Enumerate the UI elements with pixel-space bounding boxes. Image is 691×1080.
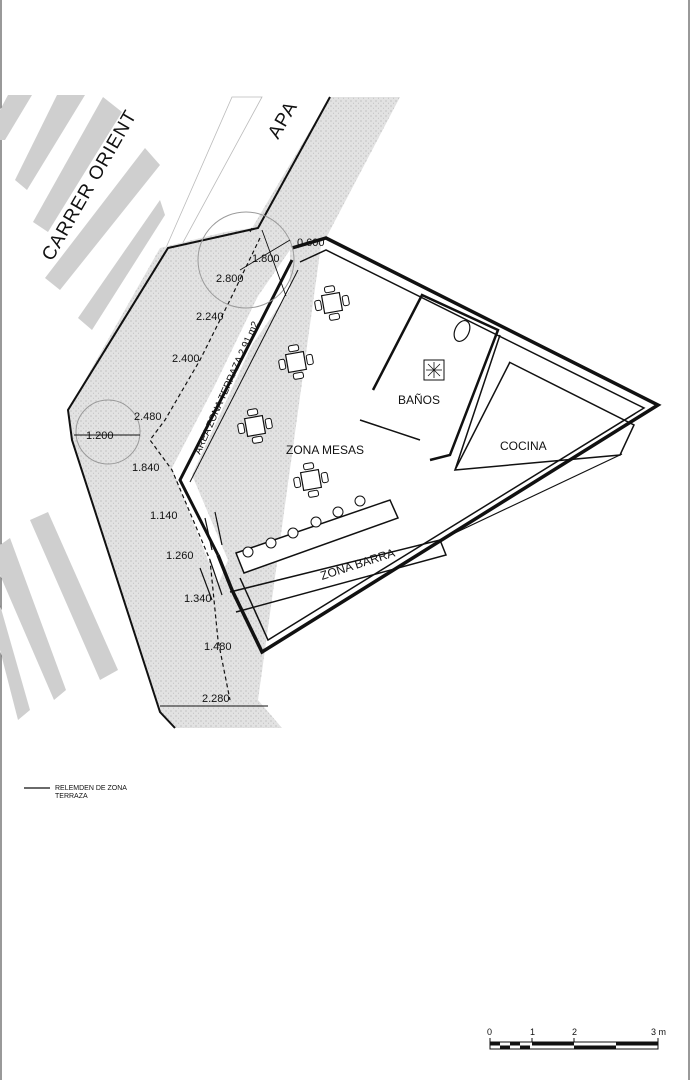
room-label-banos: BAÑOS <box>398 393 440 407</box>
interior-walls <box>229 293 635 613</box>
scale-label-1: 1 <box>530 1027 535 1037</box>
dim-1260: 1.260 <box>166 550 194 562</box>
table-4 <box>290 459 332 501</box>
bar-stools <box>242 495 366 558</box>
tree-pit-circle <box>75 399 141 465</box>
dim-2400: 2.400 <box>172 353 200 365</box>
bar-counter <box>235 499 400 574</box>
building-walls <box>178 236 662 655</box>
dim-1840: 1.840 <box>132 462 160 474</box>
legend-text-line1: RELEMDEN DE ZONA <box>55 785 127 792</box>
scale-label-3m: 3 m <box>651 1027 666 1037</box>
dim-1480: 1.480 <box>204 641 232 653</box>
dimension-lines <box>74 229 291 707</box>
street-label-apa: APA <box>264 98 302 143</box>
terrace-boundary <box>149 237 261 701</box>
dim-1200: 1.200 <box>86 430 114 442</box>
dim-1140: 1.140 <box>150 510 178 522</box>
dim-1340: 1.340 <box>184 593 212 605</box>
dim-0600: 0.600 <box>297 237 325 249</box>
crosswalk-top <box>0 95 165 330</box>
sidewalk-edge <box>66 96 331 729</box>
tree-pit-circle <box>197 211 295 309</box>
dim-1800: 1.800 <box>252 253 280 265</box>
room-label-cocina: COCINA <box>500 439 547 453</box>
scale-label-2: 2 <box>572 1027 577 1037</box>
table-1 <box>311 282 353 324</box>
entrance-doors <box>199 511 223 601</box>
apa-curb <box>164 96 263 251</box>
scale-bar <box>489 1038 659 1050</box>
sidewalk-apa <box>250 97 400 248</box>
legend-text-line2: TERRAZA <box>55 793 88 800</box>
toilet-icon <box>453 320 471 342</box>
floor-drain-icon-lines <box>426 362 442 378</box>
terrace-zone <box>172 250 290 585</box>
dim-2800: 2.800 <box>216 273 244 285</box>
dim-2480: 2.480 <box>134 411 162 423</box>
crosswalk-bottom <box>0 512 118 720</box>
scale-label-0: 0 <box>487 1027 492 1037</box>
room-label-zona-mesas: ZONA MESAS <box>286 443 364 457</box>
dim-2280: 2.280 <box>202 693 230 705</box>
dim-2240: 2.240 <box>196 311 224 323</box>
